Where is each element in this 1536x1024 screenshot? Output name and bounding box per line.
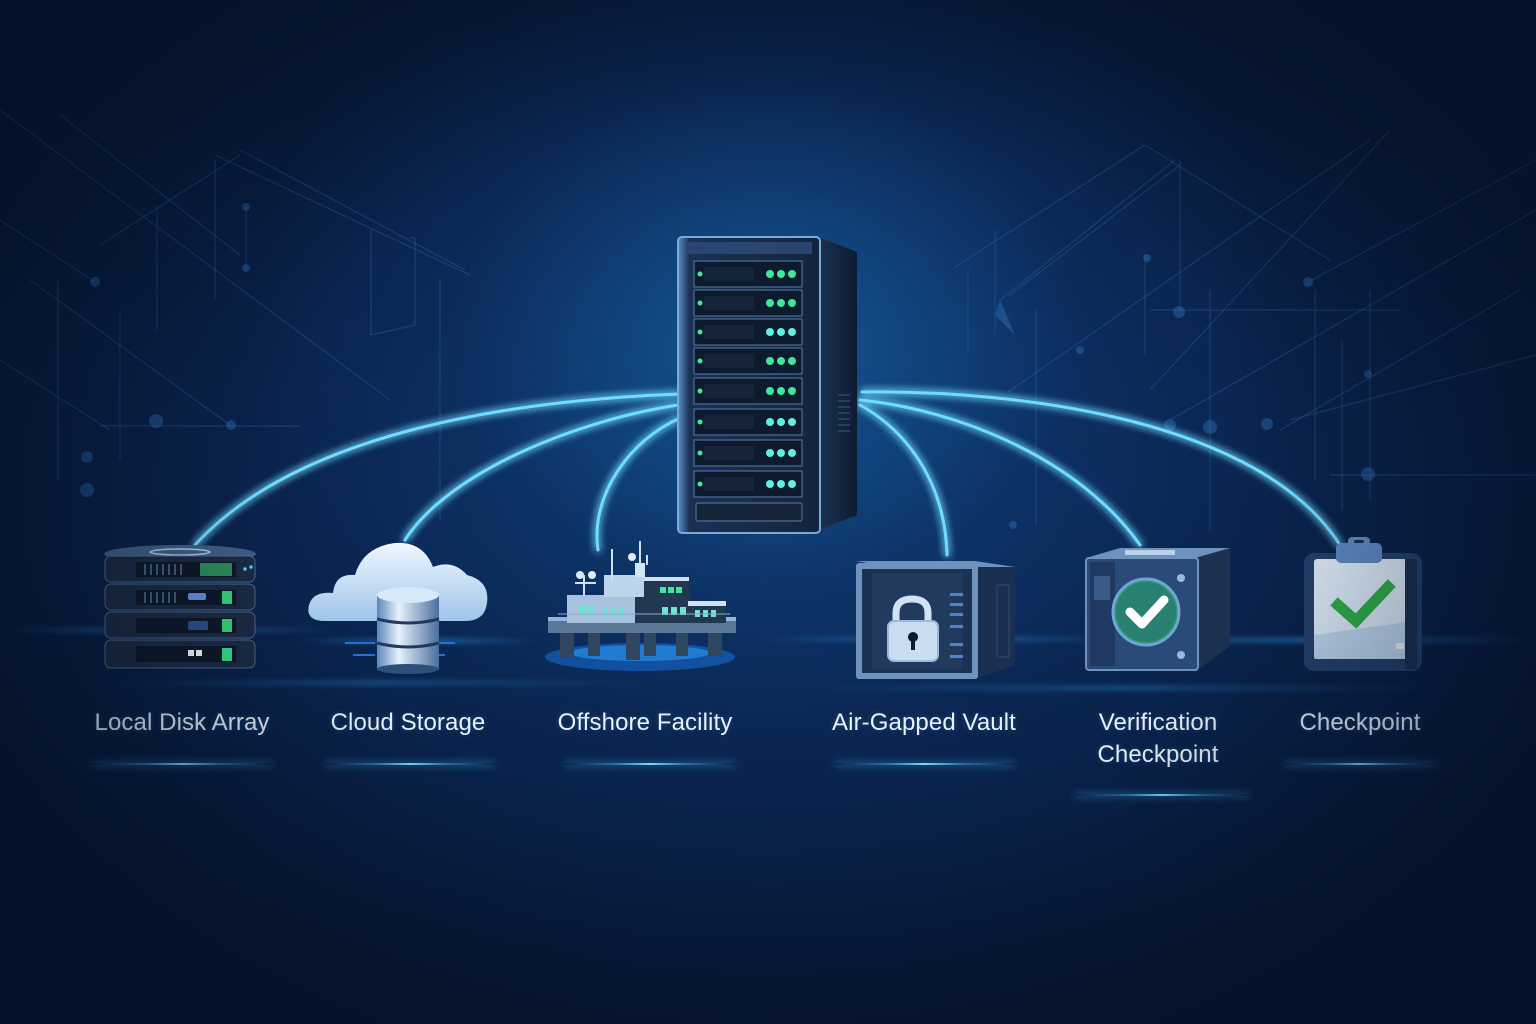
label-air-gapped-vault: Air-Gapped Vault bbox=[832, 709, 1016, 736]
label-local-disk-array: Local Disk Array bbox=[94, 709, 270, 736]
padlock-vault-icon bbox=[856, 561, 1015, 679]
connection-line-local-disk-array bbox=[193, 392, 682, 547]
clipboard-check-icon bbox=[1304, 537, 1422, 671]
label-cloud-storage: Cloud Storage bbox=[330, 709, 486, 736]
disk-array-icon bbox=[104, 545, 256, 669]
offshore-platform-icon bbox=[545, 541, 736, 671]
label-underline bbox=[565, 763, 735, 765]
connection-line-cloud-storage bbox=[403, 403, 680, 542]
label-offshore-facility: Offshore Facility bbox=[557, 709, 733, 736]
label-underline bbox=[1075, 794, 1250, 796]
label-checkpoint: Checkpoint bbox=[1299, 709, 1421, 736]
checkpoint-node[interactable] bbox=[1300, 535, 1430, 680]
air-gapped-vault-node[interactable] bbox=[850, 555, 1020, 685]
connection-line-verification-checkpoint bbox=[858, 398, 1142, 547]
label-underline bbox=[92, 763, 272, 765]
central-server-node[interactable] bbox=[660, 225, 880, 545]
check-box-icon bbox=[1085, 548, 1230, 672]
cloud-storage-node[interactable] bbox=[305, 535, 490, 675]
offshore-facility-node[interactable] bbox=[540, 535, 740, 675]
server-rack-icon bbox=[677, 236, 857, 534]
label-verification-checkpoint-line1: Verification bbox=[1098, 709, 1218, 736]
label-verification-checkpoint-line2: Checkpoint bbox=[1097, 741, 1219, 768]
cloud-database-icon bbox=[308, 542, 488, 674]
label-underline bbox=[325, 763, 495, 765]
verification-checkpoint-node[interactable] bbox=[1080, 540, 1240, 680]
label-underline bbox=[835, 763, 1015, 765]
label-underline bbox=[1285, 763, 1435, 765]
local-disk-array-node[interactable] bbox=[100, 540, 260, 675]
